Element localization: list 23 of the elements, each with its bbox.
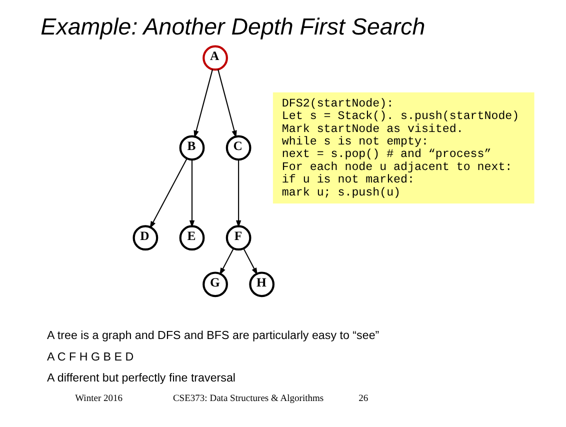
label: Winter 2016 <box>75 394 123 404</box>
label: A different but perfectly fine traversal <box>47 372 236 385</box>
label: A C F H G B E D <box>47 350 134 364</box>
node-circle: H <box>249 272 275 298</box>
label: CSE373: Data Structures & Algorithms <box>172 394 324 404</box>
node-circle: A <box>202 45 228 71</box>
node-circle: B <box>179 135 205 161</box>
node-circle: G <box>202 272 228 298</box>
diagram-title: Example: Another Depth First Search <box>40 13 426 40</box>
label: A tree is a graph and DFS and BFS are particularly easy to “see” <box>47 329 380 342</box>
label: 26 <box>358 394 368 404</box>
node-circle: C <box>226 135 252 161</box>
node-box: DFS2(startNode): Let s = Stack(). s.push(startNode) Mark startNode as visited. while s is not empty: next = s.pop() # and “process” For each node u adjacent to next: if u is not marked: mark u; s.push(u) <box>272 92 534 204</box>
arrow <box>150 158 188 229</box>
arrow <box>220 248 234 276</box>
node-circle: F <box>226 225 252 251</box>
arrow <box>189 160 195 228</box>
arrow <box>236 160 242 228</box>
node-circle: D <box>132 225 158 251</box>
arrow <box>243 248 258 276</box>
arrow <box>194 69 214 138</box>
node-circle: E <box>179 225 205 251</box>
arrow <box>218 69 237 138</box>
